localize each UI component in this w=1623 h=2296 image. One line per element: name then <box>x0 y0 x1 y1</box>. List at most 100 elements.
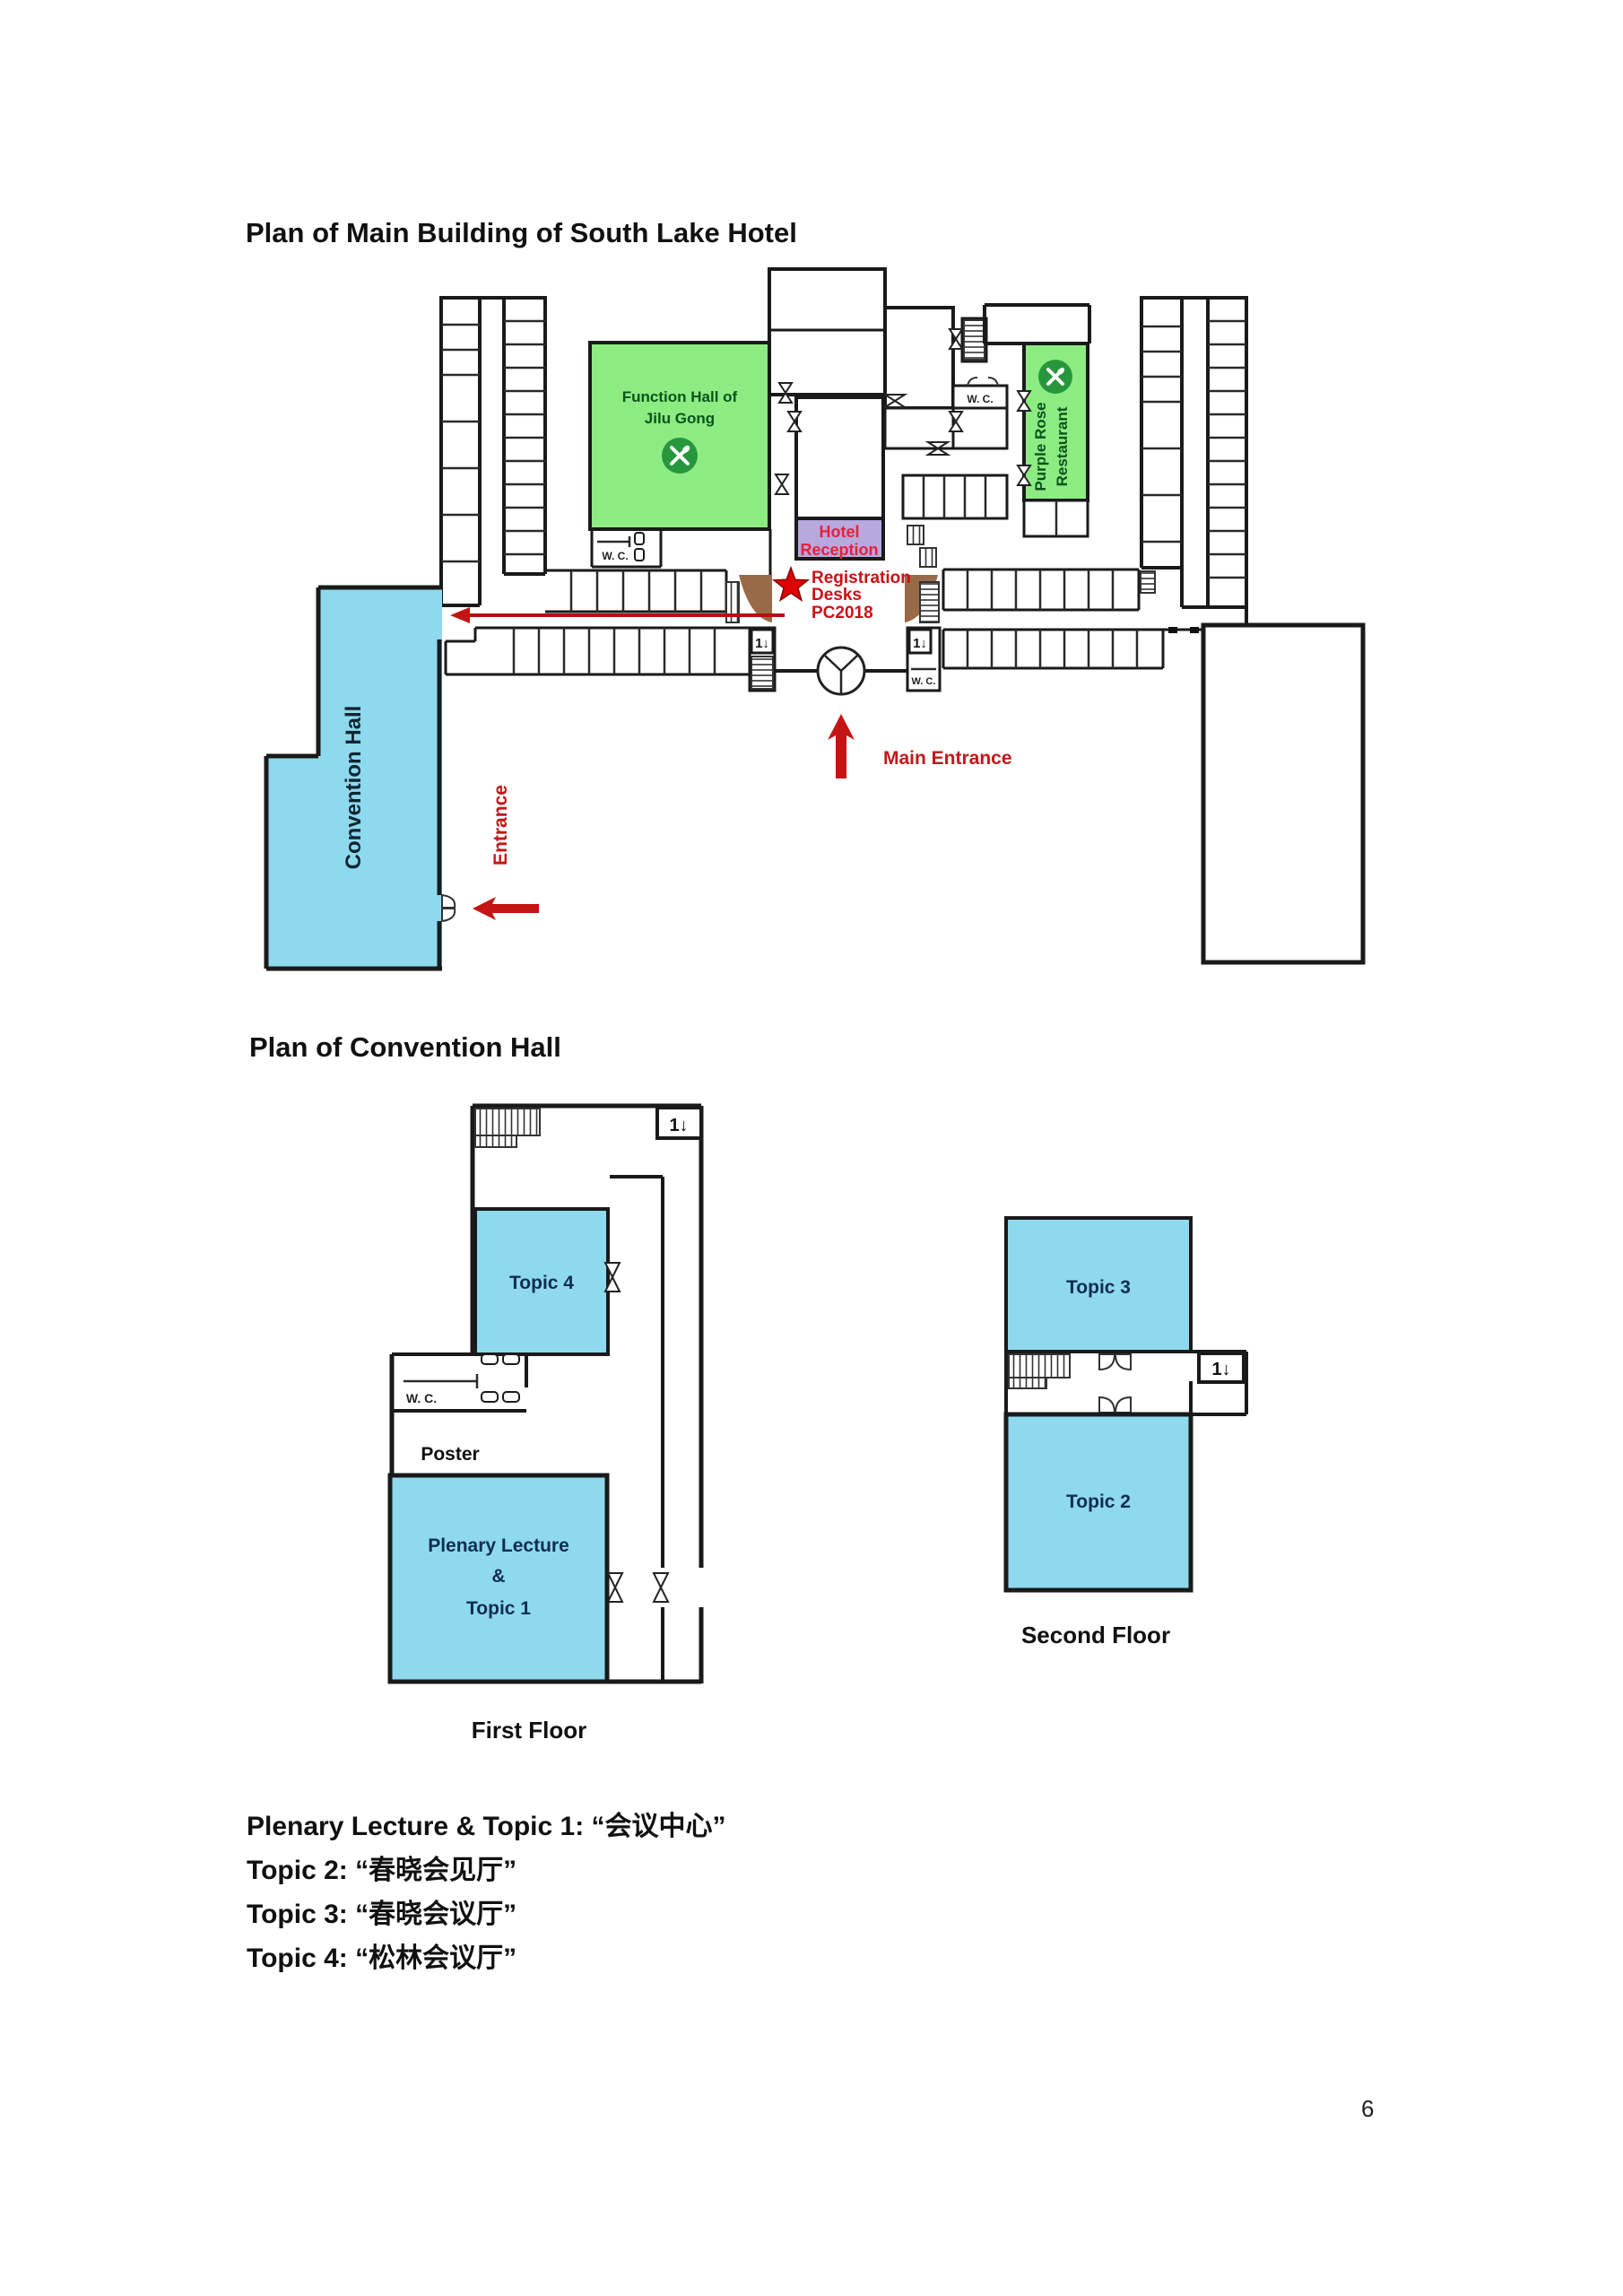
topic3-room <box>1004 1216 1193 1353</box>
room-name-legend: Plenary Lecture & Topic 1: “会议中心” Topic … <box>247 1805 726 1980</box>
second-floor-caption: Second Floor <box>1021 1622 1170 1648</box>
main-entrance-label: Main Entrance <box>883 748 1012 769</box>
first-floor-plan: 1↓ Topic 4 W. C. Poster Plenary Lecture … <box>387 1103 704 1744</box>
stairs-hatch <box>1140 570 1156 594</box>
topic2-label: Topic 2 <box>1066 1492 1131 1512</box>
stairs-sign: 1↓ <box>1211 1360 1230 1379</box>
corridor-arrow-head <box>450 607 470 623</box>
wc-fixture <box>634 532 645 545</box>
stairs-hatch <box>919 547 937 568</box>
door-icon <box>948 328 964 350</box>
double-door-leaf <box>1098 1353 1116 1371</box>
door-icon <box>948 411 964 432</box>
left-wing-walls <box>439 296 547 607</box>
stairs-hatch <box>474 1135 517 1148</box>
small-room-row <box>901 474 1009 520</box>
stairs-hatch <box>474 1108 541 1136</box>
hotel-reception-label-2: Reception <box>800 541 878 559</box>
registration-desks: Registration Desks PC2018 <box>771 565 911 622</box>
topic2-room <box>1003 1412 1193 1593</box>
plenary-label-3: Topic 1 <box>466 1598 531 1619</box>
right-wing-walls <box>1140 296 1248 625</box>
door-icon <box>606 1572 624 1603</box>
entrance-wc-label: W. C. <box>912 676 936 687</box>
left-wing-room-dividers-b <box>504 319 545 556</box>
topic4-label: Topic 4 <box>509 1273 574 1293</box>
stairs-sign-box <box>1197 1352 1245 1384</box>
entrance-arrow <box>473 897 539 920</box>
registration-label-2: Desks <box>812 586 862 604</box>
left-wing-room-dividers-a <box>441 323 480 563</box>
double-door-leaf <box>1114 1353 1132 1371</box>
main-building-title: Plan of Main Building of South Lake Hote… <box>246 217 797 248</box>
fh-wc-label: W. C. <box>602 550 628 562</box>
stairs-hatch <box>1008 1377 1047 1389</box>
first-floor-outer-walls <box>389 1103 704 1684</box>
door-symbols <box>774 328 1032 495</box>
function-hall: Function Hall of Jilu Gong <box>588 341 771 531</box>
upper-left-row-walls <box>545 569 728 613</box>
small-room-dividers <box>922 475 987 518</box>
door-icon <box>652 1572 670 1603</box>
wc-fixture <box>481 1353 499 1365</box>
side-entrance: Entrance <box>473 785 539 920</box>
lobby-room <box>794 396 885 520</box>
door-mark <box>1168 627 1177 633</box>
convention-hall-block: Convention Hall <box>264 585 456 971</box>
door-icon <box>603 1262 621 1292</box>
registration-label-1: Registration <box>812 569 911 587</box>
function-hall-label-2: Jilu Gong <box>645 410 715 427</box>
second-floor-plan: Topic 3 1↓ Topic 2 Second Floor <box>1003 1216 1248 1648</box>
convention-hall-area <box>266 587 442 969</box>
purple-rose-restaurant: Purple Rose Restaurant <box>1022 342 1089 538</box>
right-annex-block <box>1201 622 1366 965</box>
dining-icon <box>662 438 698 474</box>
restaurant-label-1: Purple Rose <box>1032 402 1049 491</box>
lower-left-row-dividers <box>512 628 716 674</box>
main-entrance: Main Entrance <box>828 714 1012 778</box>
hall-door-arc <box>441 893 456 909</box>
stairs-sign: 1↓ <box>755 636 769 651</box>
wc-label: W. C. <box>406 1391 437 1405</box>
convention-hall-walls <box>264 585 442 971</box>
stairs-hatch <box>725 581 740 623</box>
door-icon <box>774 474 790 495</box>
entrance-label: Entrance <box>490 785 511 865</box>
plenary-room <box>387 1473 610 1684</box>
corridor-arrow <box>450 607 785 623</box>
registration-label-3: PC2018 <box>812 604 873 622</box>
right-room-wing <box>1140 296 1248 625</box>
wc-door-arc <box>967 377 978 387</box>
door-icon <box>1016 465 1032 486</box>
main-building-plan: Function Hall of Jilu Gong W. C. <box>264 267 1366 971</box>
topic4-room <box>473 1207 610 1356</box>
central-lobby-block: W. C. <box>768 267 1091 608</box>
door-icon <box>881 394 908 408</box>
registration-star-icon <box>771 565 811 602</box>
right-wing-room-dividers-a <box>1141 325 1182 544</box>
function-hall-room <box>588 341 771 531</box>
lower-left-row-walls <box>444 626 751 676</box>
fh-wc-partition <box>597 536 631 547</box>
stairs-sign: 1↓ <box>669 1116 688 1135</box>
hotel-reception-box <box>794 517 885 561</box>
hall-door-arc <box>441 908 456 923</box>
dining-icon <box>1038 360 1072 394</box>
main-entrance-arrow <box>828 714 855 778</box>
stairs-sign-box <box>750 628 775 655</box>
lower-room-rows <box>444 626 1203 676</box>
left-room-wing <box>439 296 547 607</box>
tower-room <box>768 267 887 396</box>
door-icon <box>1016 390 1032 412</box>
hotel-reception-label-1: Hotel <box>820 523 860 541</box>
lower-right-row-walls <box>942 628 1203 670</box>
wc-fixture <box>481 1391 499 1403</box>
stairs-sign: 1↓ <box>913 636 927 651</box>
function-hall-label-1: Function Hall of <box>622 388 738 405</box>
plenary-label-1: Plenary Lecture <box>428 1535 569 1556</box>
wc-door-arc <box>987 377 999 387</box>
lobby-room <box>951 406 1009 450</box>
first-floor-caption: First Floor <box>472 1717 587 1744</box>
stairs-hatch <box>907 525 924 545</box>
